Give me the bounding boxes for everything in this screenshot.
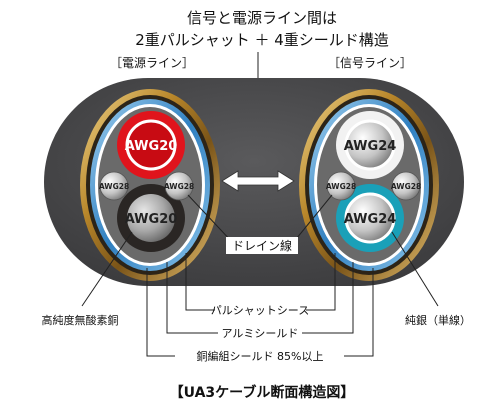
signal-white-label: AWG24: [344, 139, 397, 154]
drain-wire-label-bg: [226, 237, 298, 254]
signal-teal-label: AWG24: [344, 212, 397, 227]
material-callout-leaders: [81, 231, 439, 307]
power-line-label: ［電源ライン］: [110, 56, 194, 70]
power-drain-right: [164, 171, 194, 201]
power-line-cable: AWG20 AWG20 AWG28 AWG28: [80, 89, 220, 281]
copper-braid-label: 銅編組シールド 85%以上: [197, 349, 324, 363]
power-black-conductor: [127, 194, 175, 242]
drain-wire-label: ドレイン線: [232, 238, 292, 253]
power-red-label: AWG20: [125, 139, 178, 154]
layer-callout-leaders: [146, 253, 374, 357]
signal-line-label: ［信号ライン］: [328, 56, 412, 70]
power-red-conductor: [125, 119, 177, 171]
header-line-1: 信号と電源ライン間は: [187, 9, 337, 27]
signal-teal-conductor: [344, 192, 396, 244]
power-drain-right-label: AWG28: [164, 182, 194, 191]
power-drain-left-label: AWG28: [99, 182, 129, 191]
pulshat-sheath-label: パルシャットシース: [211, 304, 309, 317]
signal-drain-left-label: AWG28: [326, 182, 356, 191]
power-black-label: AWG20: [125, 212, 178, 227]
drain-wire-leaders: [187, 194, 333, 245]
power-drain-left: [99, 171, 129, 201]
copper-conductor-label: 高純度無酸素銅: [42, 313, 119, 327]
signal-white-conductor: [344, 119, 396, 171]
diagram-caption: 【UA3ケーブル断面構造図】: [170, 384, 355, 401]
aluminum-shield-label: アルミシールド: [222, 327, 299, 340]
isolation-double-arrow: [221, 170, 295, 192]
signal-drain-left: [326, 171, 356, 201]
header-line-2: 2重パルシャット ＋ 4重シールド構造: [135, 31, 389, 49]
signal-drain-right-label: AWG28: [391, 182, 421, 191]
silver-conductor-label: 純銀（単線）: [405, 313, 471, 327]
signal-drain-right: [391, 171, 421, 201]
signal-line-cable: AWG24 AWG24 AWG28 AWG28: [299, 89, 439, 281]
